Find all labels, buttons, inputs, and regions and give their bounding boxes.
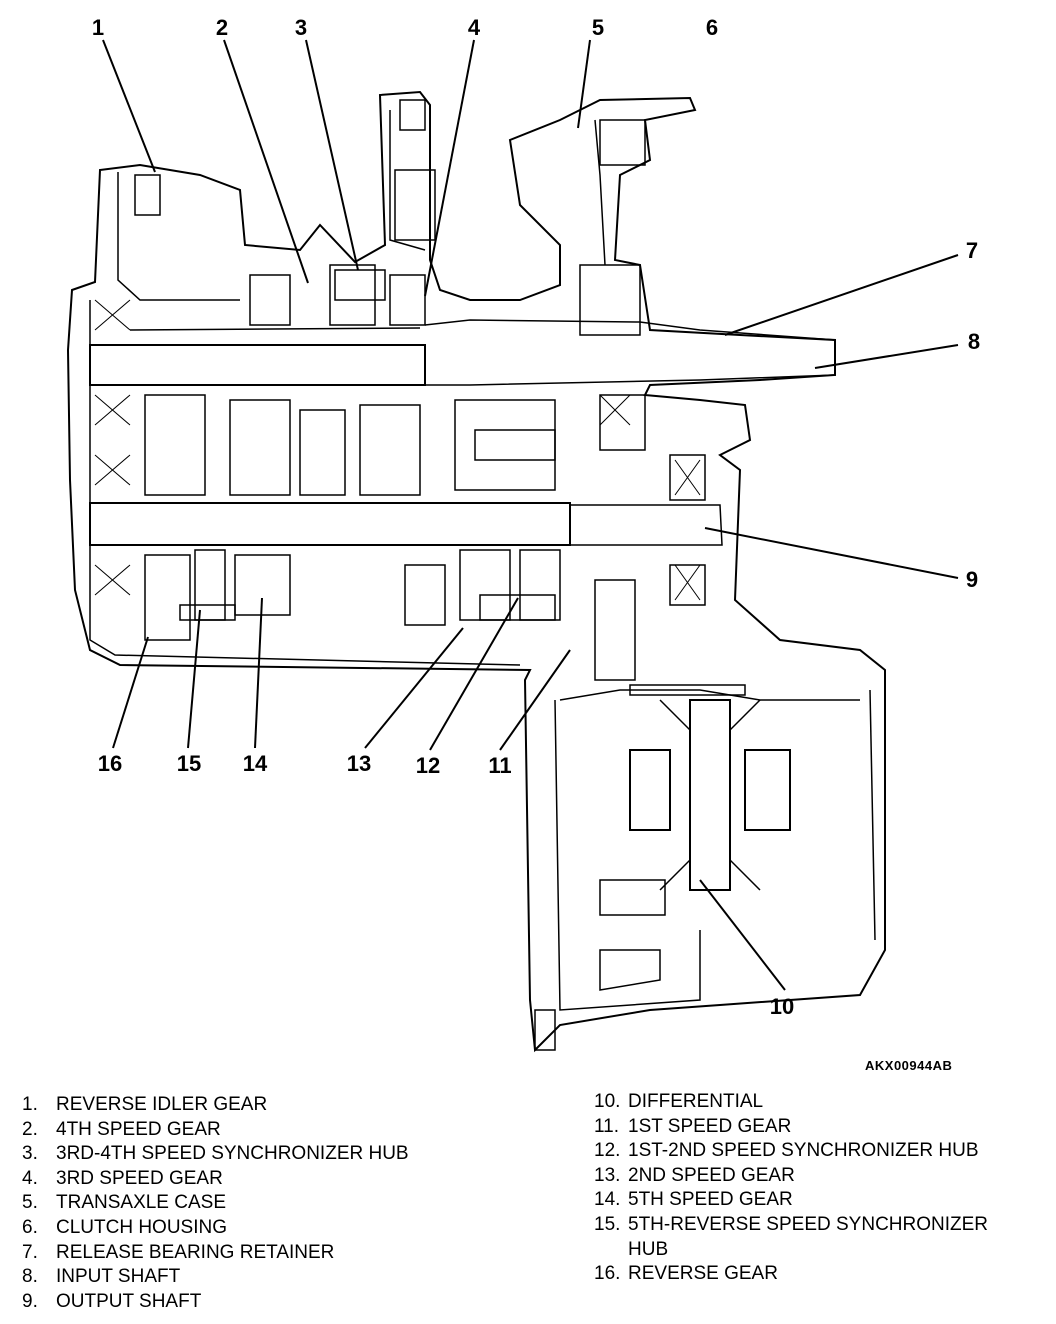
legend-item: 13.2ND SPEED GEAR <box>594 1164 795 1186</box>
input-shaft-drawing <box>89 319 836 386</box>
callout-labels: 1 2 3 4 5 6 7 8 9 10 11 12 13 14 15 16 <box>92 15 980 1019</box>
legend-item: 8.INPUT SHAFT <box>22 1266 181 1288</box>
legend-item: 6.CLUTCH HOUSING <box>22 1216 228 1238</box>
image-code: AKX00944AB <box>865 1058 953 1073</box>
callout-2: 2 <box>216 15 228 40</box>
callout-5: 5 <box>592 15 604 40</box>
callout-7: 7 <box>966 238 978 263</box>
upper-bolt-detail <box>134 99 646 336</box>
legend-item: 16.REVERSE GEAR <box>594 1263 778 1285</box>
transaxle-cross-section-drawing: 1 2 3 4 5 6 7 8 9 10 11 12 13 14 15 16 <box>66 15 980 1053</box>
callout-14: 14 <box>243 751 268 776</box>
legend-item: 4.3RD SPEED GEAR <box>22 1167 223 1189</box>
legend-item: 1.REVERSE IDLER GEAR <box>22 1094 268 1115</box>
legend-item: 11.1ST SPEED GEAR <box>594 1115 792 1137</box>
leader-lines <box>102 39 959 991</box>
legend-item: 7.RELEASE BEARING RETAINER <box>22 1241 335 1263</box>
legend-item: 14.5TH SPEED GEAR <box>594 1189 793 1211</box>
legend-right-column: 10.DIFFERENTIAL 11.1ST SPEED GEAR 12.1ST… <box>594 1090 988 1287</box>
differential-drawing <box>534 684 791 1051</box>
callout-9: 9 <box>966 567 978 592</box>
gear-blocks-drawing <box>94 264 706 681</box>
legend-item: HUB <box>628 1238 669 1260</box>
callout-13: 13 <box>347 751 371 776</box>
callout-11: 11 <box>488 753 511 778</box>
legend-item: 9.OUTPUT SHAFT <box>22 1290 202 1312</box>
callout-12: 12 <box>416 753 440 778</box>
callout-1: 1 <box>92 15 104 40</box>
output-shaft-drawing <box>89 502 723 546</box>
legend-item: 3.3RD-4TH SPEED SYNCHRONIZER HUB <box>22 1143 409 1165</box>
legend-item: 2.4TH SPEED GEAR <box>22 1118 221 1140</box>
legend-left-column: 1.REVERSE IDLER GEAR 2.4TH SPEED GEAR 3.… <box>22 1093 409 1314</box>
callout-15: 15 <box>177 751 201 776</box>
legend-item: 15.5TH-REVERSE SPEED SYNCHRONIZER <box>594 1213 989 1235</box>
callout-16: 16 <box>98 751 122 776</box>
legend-item: 10.DIFFERENTIAL <box>594 1091 764 1112</box>
transaxle-housing-outline <box>66 90 886 1053</box>
legend-item: 5.TRANSAXLE CASE <box>22 1192 226 1214</box>
callout-3: 3 <box>295 15 307 40</box>
callout-10: 10 <box>770 994 794 1019</box>
callout-6: 6 <box>706 15 718 40</box>
callout-4: 4 <box>468 15 481 40</box>
legend-item: 12.1ST-2ND SPEED SYNCHRONIZER HUB <box>594 1140 979 1162</box>
callout-8: 8 <box>968 329 980 354</box>
